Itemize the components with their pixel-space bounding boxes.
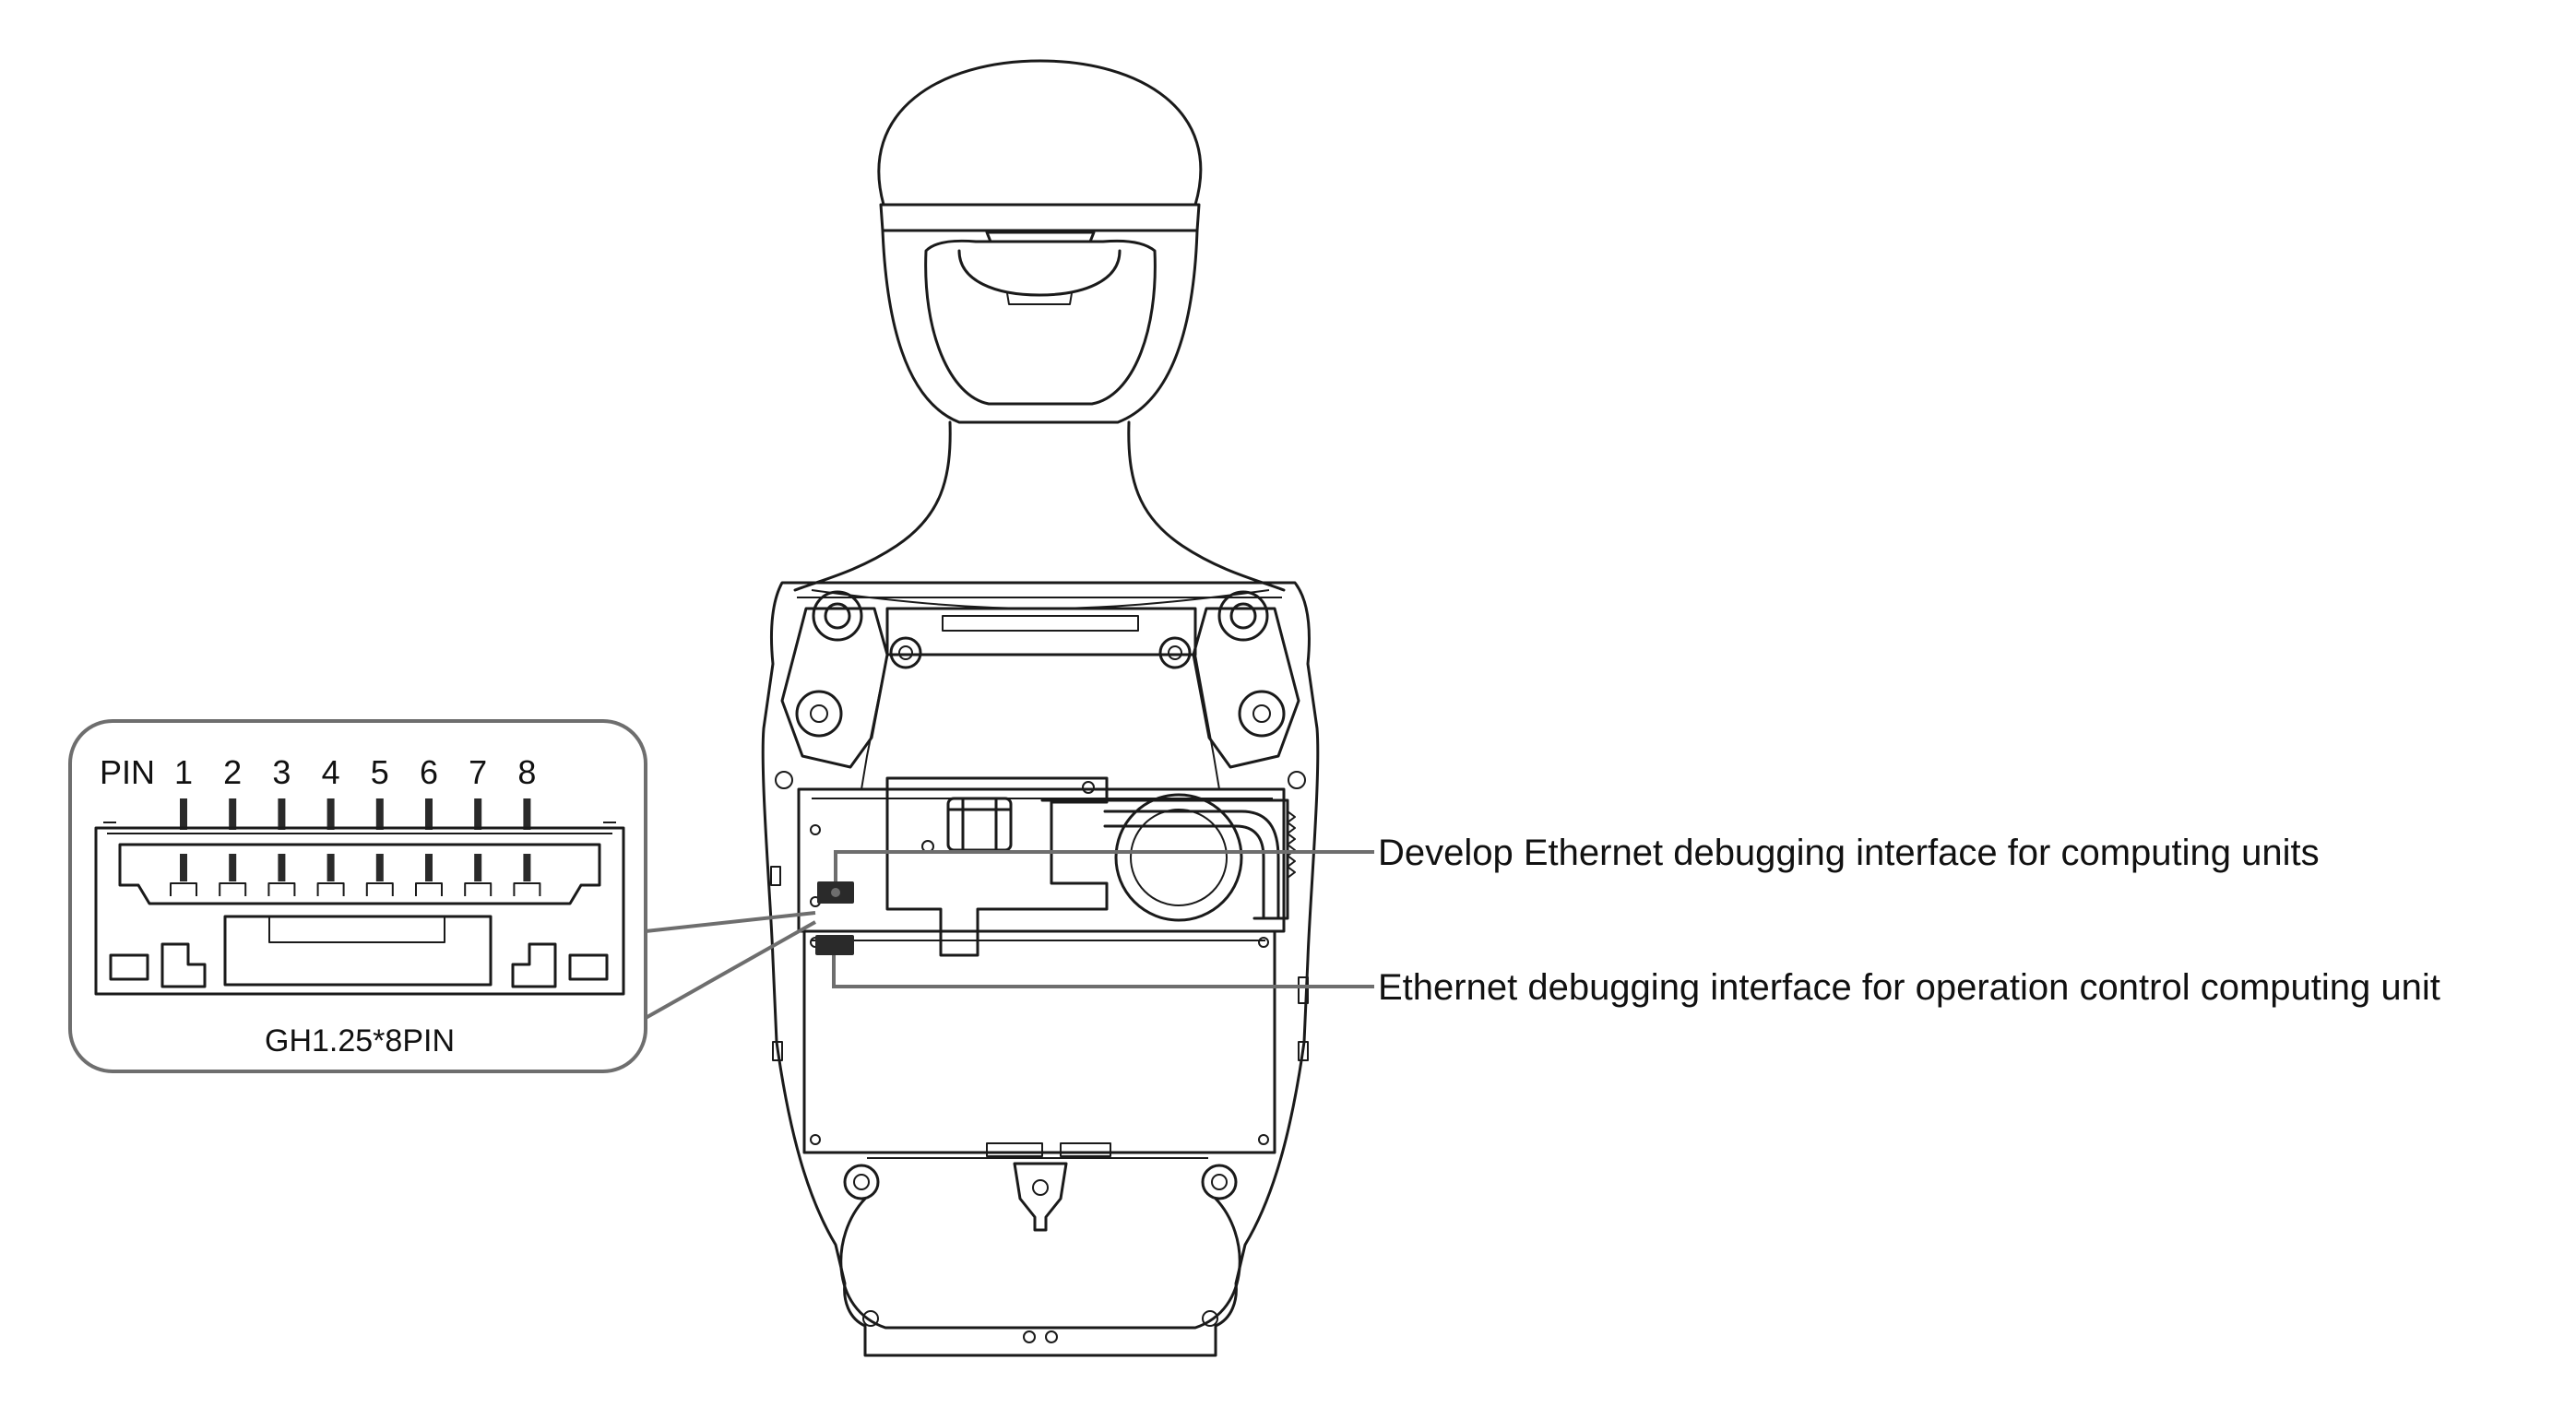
pin-foot-1 — [170, 882, 197, 896]
pin-foot-5 — [365, 882, 394, 896]
operation-ethernet-port — [815, 935, 854, 955]
develop-ethernet-port — [817, 881, 854, 904]
pin-number-4: 4 — [322, 753, 340, 791]
pin-foot-8 — [513, 882, 541, 896]
pin-leg-5 — [375, 798, 384, 830]
pin-leg-3 — [278, 798, 286, 830]
robot-head — [877, 59, 1203, 424]
pin-contact-8 — [523, 854, 531, 881]
pin-foot-2 — [219, 882, 247, 896]
zoom-line-top — [645, 911, 816, 933]
pin-contact-2 — [229, 854, 237, 881]
pin-contact-3 — [278, 854, 286, 881]
pin-contact-5 — [375, 854, 384, 881]
pin-number-6: 6 — [420, 753, 438, 791]
pin-leg-8 — [523, 798, 531, 830]
zoom-line-bottom — [645, 920, 816, 1020]
pin-foot-4 — [316, 882, 345, 896]
pin-prefix-label: PIN — [100, 753, 155, 791]
connector-caption: GH1.25*8PIN — [265, 1023, 455, 1058]
pin-contact-7 — [474, 854, 482, 881]
pin-contact-4 — [326, 854, 335, 881]
operation-interface-label: Ethernet debugging interface for operati… — [1378, 967, 2440, 1008]
operation-interface-leader — [832, 955, 1374, 988]
develop-interface-leader — [834, 850, 1374, 881]
connector-pins — [170, 798, 541, 896]
develop-interface-label: Develop Ethernet debugging interface for… — [1378, 833, 2320, 873]
pin-leg-1 — [180, 798, 187, 830]
pin-leg-6 — [425, 798, 433, 830]
pin-contact-1 — [180, 854, 187, 881]
pin-number-7: 7 — [469, 753, 487, 791]
pin-number-2: 2 — [223, 753, 242, 791]
pin-foot-6 — [415, 882, 443, 896]
pin-leg-2 — [229, 798, 237, 830]
pin-number-8: 8 — [517, 753, 536, 791]
pin-foot-7 — [464, 882, 493, 896]
pin-number-3: 3 — [272, 753, 291, 791]
pin-contact-6 — [425, 854, 433, 881]
pin-leg-4 — [326, 798, 335, 830]
pin-foot-3 — [267, 882, 296, 896]
robot-torso — [761, 581, 1320, 1357]
connector-housing — [94, 826, 625, 996]
robot-neck — [793, 420, 1286, 592]
pin-leg-7 — [474, 798, 482, 830]
pin-number-5: 5 — [371, 753, 389, 791]
pin-number-1: 1 — [174, 753, 193, 791]
